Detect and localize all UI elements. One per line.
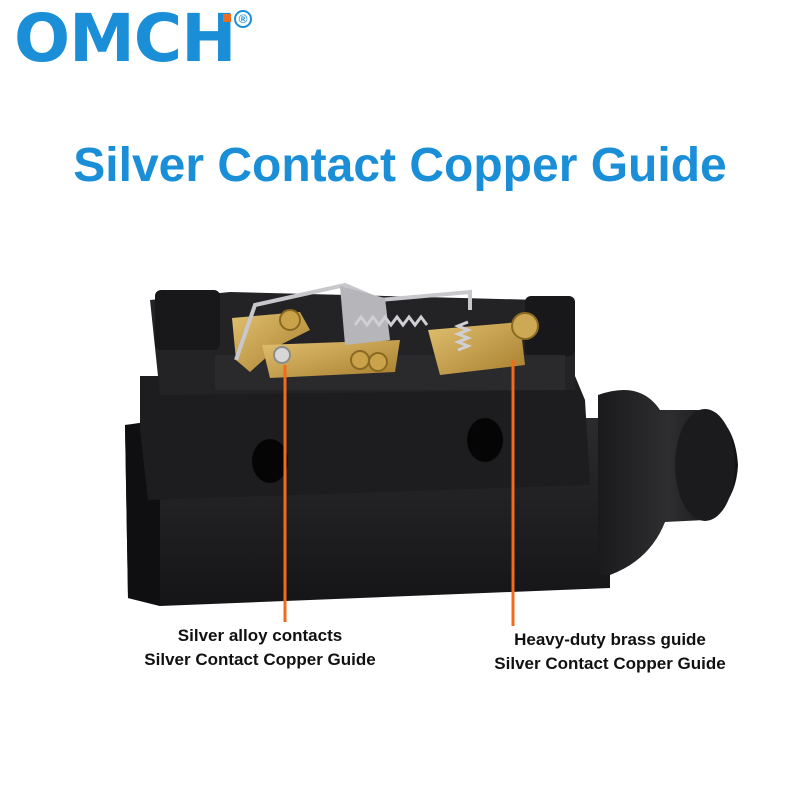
registered-mark: ® <box>234 10 252 28</box>
mounting-hole-right <box>467 418 503 462</box>
callout-subtitle: Silver Contact Copper Guide <box>494 654 726 673</box>
contact-mechanism <box>215 282 565 390</box>
headline: Silver Contact Copper Guide <box>73 139 727 192</box>
callout-silver-contacts: Silver alloy contacts Silver Contact Cop… <box>110 624 410 672</box>
logo-text: OMCH <box>14 0 236 77</box>
callout-brass-guide: Heavy-duty brass guide Silver Contact Co… <box>460 628 760 676</box>
callout-subtitle: Silver Contact Copper Guide <box>144 650 376 669</box>
logo-accent-dot <box>223 14 231 22</box>
callout-title: Heavy-duty brass guide <box>514 630 706 649</box>
mounting-hole-left <box>252 439 288 483</box>
callout-title: Silver alloy contacts <box>177 626 343 645</box>
plunger <box>598 390 738 575</box>
